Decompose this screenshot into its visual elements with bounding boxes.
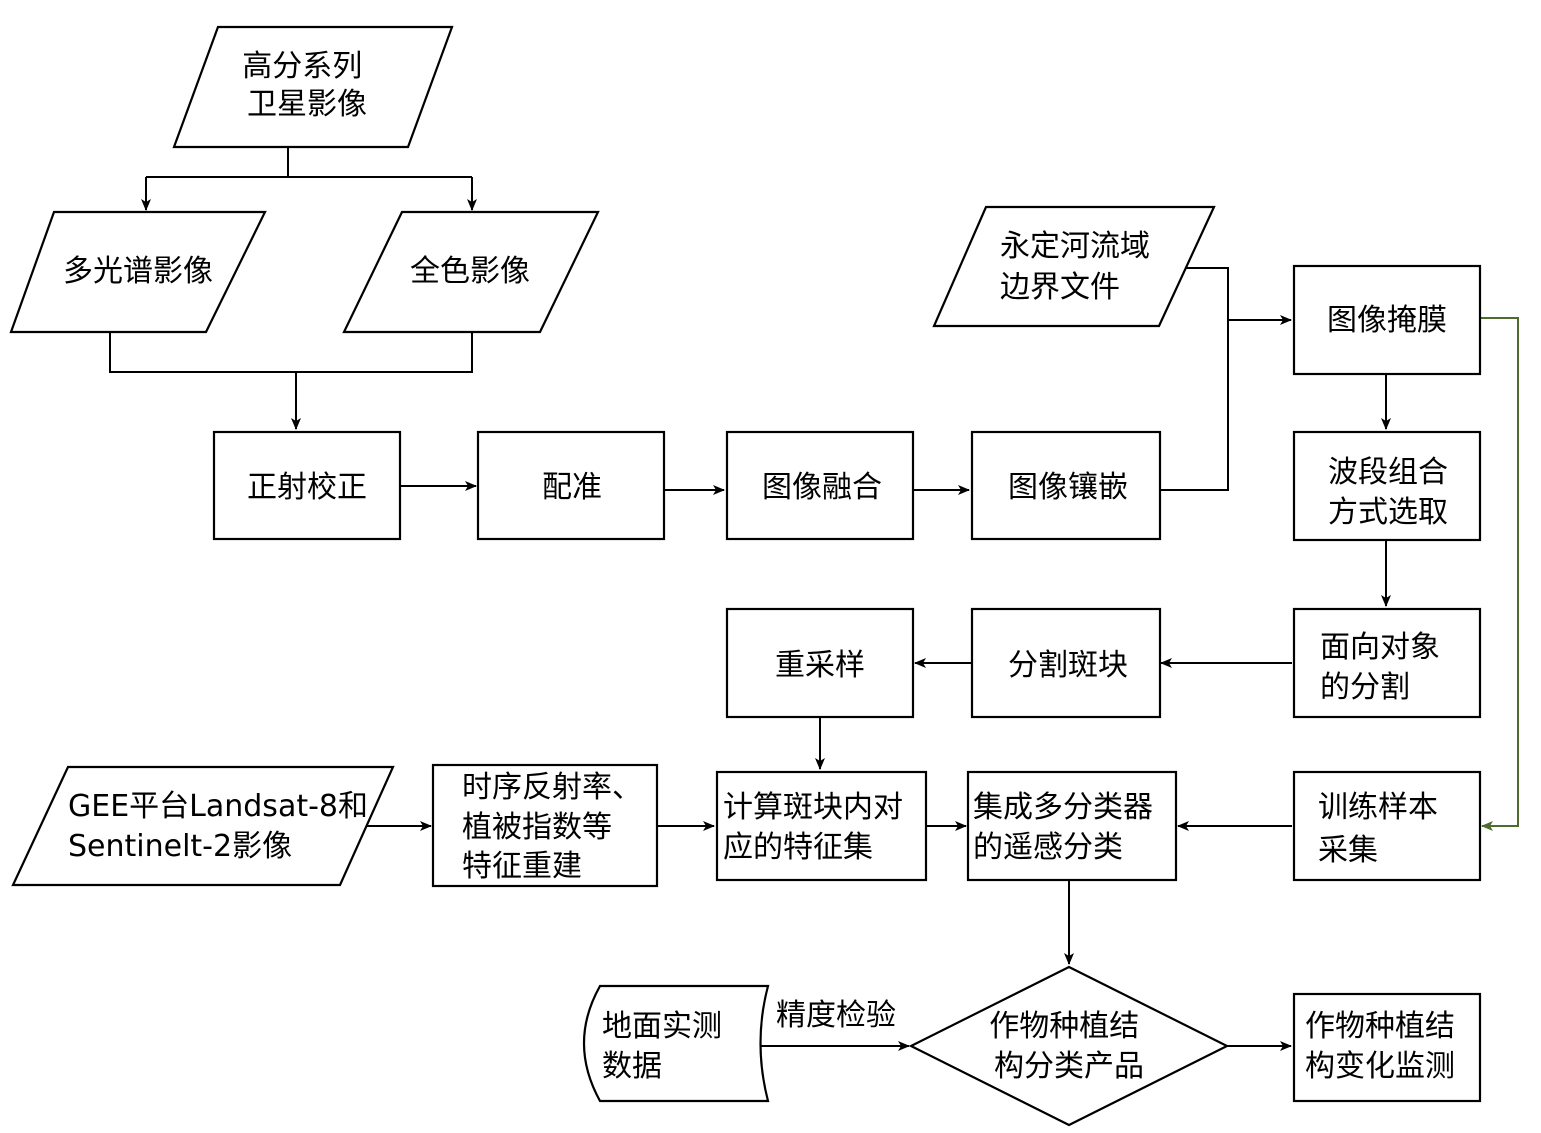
product-label: 作物种植结 构分类产品 bbox=[989, 1009, 1149, 1084]
multispectral-label: 多光谱影像 bbox=[63, 254, 213, 289]
ensemble-box bbox=[966, 770, 1178, 882]
resample-label: 重采样 bbox=[775, 648, 865, 683]
samples-box bbox=[1292, 770, 1482, 882]
register-label: 配准 bbox=[542, 470, 602, 505]
boundary-label: 永定河流域 边界文件 bbox=[1000, 229, 1160, 305]
feature-rebuild-box bbox=[431, 763, 659, 888]
multispectral-parallelogram bbox=[9, 210, 267, 334]
ground-data-stored-data bbox=[582, 984, 770, 1103]
band-combo-label: 波段组合 方式选取 bbox=[1328, 455, 1458, 530]
ensemble-label: 集成多分类器 的遥感分类 bbox=[973, 790, 1163, 865]
segmentation-box bbox=[1292, 607, 1482, 719]
edge-boundary-line bbox=[1184, 267, 1229, 320]
mosaic-label: 图像镶嵌 bbox=[1008, 470, 1128, 505]
ortho-box bbox=[212, 430, 402, 541]
mosaic-box bbox=[970, 430, 1162, 541]
segmentation-label: 面向对象 的分割 bbox=[1320, 630, 1450, 705]
mask-box bbox=[1292, 264, 1482, 376]
patches-box bbox=[970, 607, 1162, 719]
samples-label: 训练样本 采集 bbox=[1318, 790, 1448, 868]
labels: 高分系列 卫星影像 多光谱影像 全色影像 永定河流域 边界文件 正射校正 配准 … bbox=[63, 49, 1465, 1084]
gee-label: GEE平台Landsat-8和 Sentinelt-2影像 bbox=[68, 789, 378, 864]
edges bbox=[109, 147, 1519, 1051]
accuracy-check-label: 精度检验 bbox=[776, 998, 896, 1033]
edge-merge-to-ortho bbox=[109, 332, 473, 429]
product-diamond bbox=[908, 965, 1230, 1127]
mask-label: 图像掩膜 bbox=[1327, 303, 1447, 338]
edge-gf-split bbox=[146, 147, 472, 178]
ground-data-label: 地面实测 数据 bbox=[602, 1009, 732, 1084]
gf-images-parallelogram bbox=[172, 25, 454, 149]
register-box bbox=[476, 430, 666, 541]
panchromatic-parallelogram bbox=[342, 210, 600, 334]
gee-parallelogram bbox=[11, 765, 395, 887]
panchromatic-label: 全色影像 bbox=[410, 254, 530, 289]
patches-label: 分割斑块 bbox=[1008, 648, 1128, 683]
fusion-label: 图像融合 bbox=[762, 470, 882, 505]
fusion-box bbox=[725, 430, 915, 541]
feature-set-label: 计算斑块内对 应的特征集 bbox=[723, 790, 913, 865]
ortho-label: 正射校正 bbox=[247, 470, 367, 505]
band-combo-box bbox=[1292, 430, 1482, 542]
edge-mask-to-samples bbox=[1480, 317, 1519, 831]
edge-mosaic-to-mask bbox=[1160, 315, 1292, 491]
monitoring-box bbox=[1292, 992, 1482, 1103]
shapes bbox=[9, 25, 1482, 1127]
gf-images-label: 高分系列 卫星影像 bbox=[242, 49, 372, 122]
resample-box bbox=[725, 607, 915, 719]
feature-set-box bbox=[715, 770, 928, 882]
boundary-parallelogram bbox=[932, 205, 1216, 328]
monitoring-label: 作物种植结 构变化监测 bbox=[1305, 1009, 1465, 1084]
feature-rebuild-label: 时序反射率、 植被指数等 特征重建 bbox=[462, 770, 652, 884]
